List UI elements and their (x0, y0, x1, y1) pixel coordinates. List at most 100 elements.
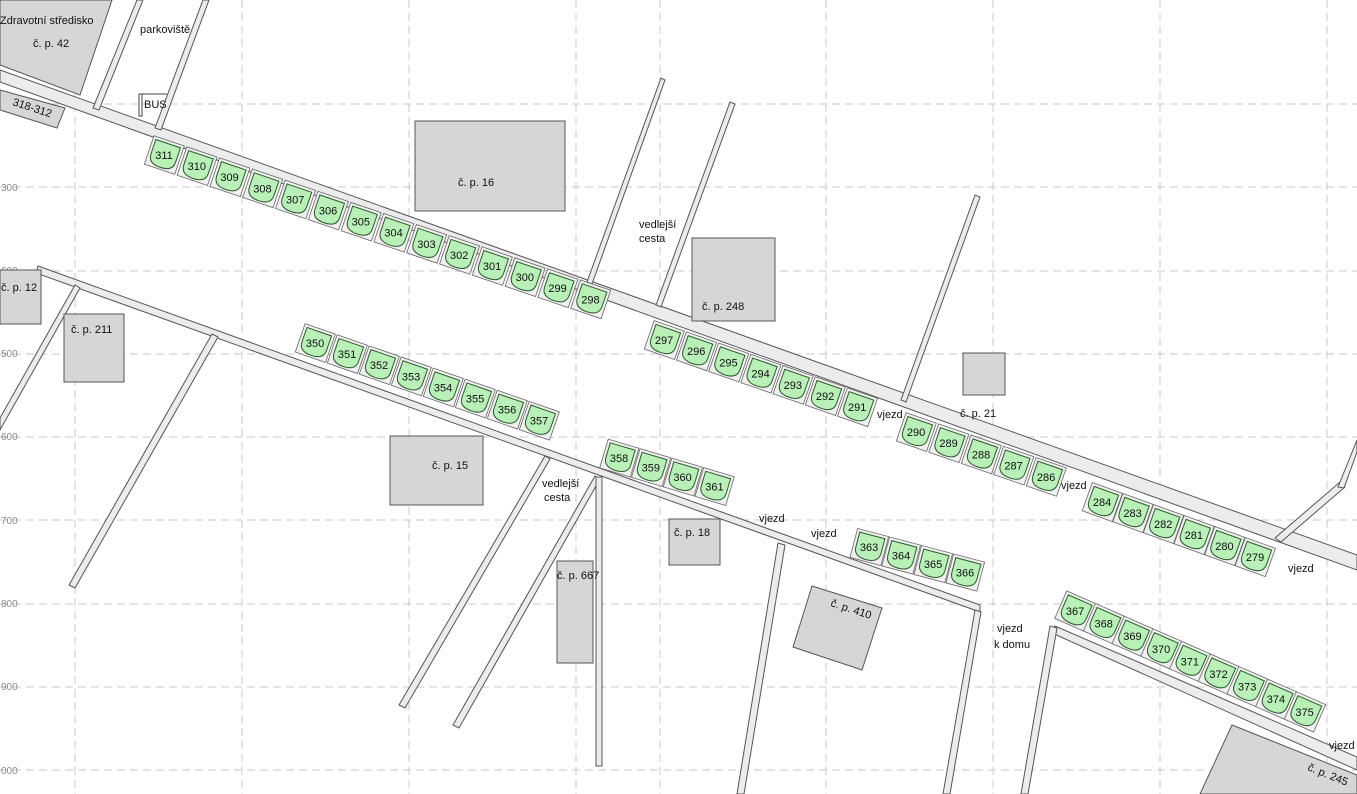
seat-351[interactable]: 351 (326, 334, 368, 375)
building-42[interactable] (0, 0, 113, 96)
seat-shape (855, 531, 886, 561)
seat-shape (919, 548, 950, 578)
seat-310[interactable]: 310 (176, 146, 218, 186)
seat-303[interactable]: 303 (406, 224, 448, 264)
building-248[interactable] (691, 237, 776, 322)
seat-shape (149, 138, 182, 170)
seat-350[interactable]: 350 (294, 323, 336, 363)
seat-288[interactable]: 288 (960, 434, 1002, 475)
seat-279[interactable]: 279 (1234, 537, 1276, 578)
seat-283[interactable]: 283 (1112, 493, 1154, 534)
seat-365[interactable]: 365 (913, 544, 954, 584)
seat-284[interactable]: 284 (1081, 482, 1123, 523)
seat-number: 293 (784, 380, 802, 392)
seat-289[interactable]: 289 (928, 423, 970, 464)
grid-label: 000 (1, 766, 18, 777)
seat-286[interactable]: 286 (1025, 456, 1067, 497)
seat-300[interactable]: 300 (504, 257, 546, 297)
seat-298[interactable]: 298 (570, 279, 612, 320)
seat-number: 364 (892, 551, 910, 563)
seat-364[interactable]: 364 (881, 536, 922, 575)
seat-375[interactable]: 375 (1283, 691, 1327, 733)
seat-291[interactable]: 291 (836, 387, 879, 428)
seat-281[interactable]: 281 (1173, 515, 1215, 556)
building-label: č. p. 18 (674, 527, 710, 539)
seat-371[interactable]: 371 (1168, 640, 1212, 683)
seat-282[interactable]: 282 (1142, 504, 1185, 545)
seat-374[interactable]: 374 (1255, 678, 1298, 720)
seat-353[interactable]: 353 (390, 356, 432, 397)
seat-358[interactable]: 358 (599, 438, 640, 478)
seat-352[interactable]: 352 (358, 345, 400, 386)
seat-shape (248, 172, 280, 203)
building-211[interactable] (63, 313, 125, 383)
seat-355[interactable]: 355 (454, 378, 496, 419)
building-15[interactable] (389, 435, 484, 506)
building-label: č. p. 12 (1, 282, 37, 294)
side-road-left-1 (0, 284, 81, 432)
seat-354[interactable]: 354 (422, 367, 464, 408)
building-16[interactable] (414, 120, 566, 212)
seat-359[interactable]: 359 (630, 448, 672, 487)
seat-309[interactable]: 309 (209, 157, 251, 198)
label-vjezd: vjezd (1061, 480, 1087, 492)
seat-357[interactable]: 357 (518, 400, 560, 441)
seat-299[interactable]: 299 (537, 268, 579, 309)
seat-290[interactable]: 290 (895, 412, 937, 452)
seat-356[interactable]: 356 (486, 389, 528, 430)
seat-296[interactable]: 296 (675, 331, 718, 372)
seat-361[interactable]: 361 (694, 467, 735, 506)
seat-shape (636, 451, 668, 482)
seat-368[interactable]: 368 (1082, 602, 1126, 645)
seat-number: 363 (860, 542, 878, 554)
seat-373[interactable]: 373 (1226, 665, 1269, 708)
bus-stop[interactable] (138, 93, 167, 117)
building-245[interactable] (1199, 724, 1357, 794)
seat-360[interactable]: 360 (662, 457, 704, 497)
building-21[interactable] (962, 352, 1006, 396)
seat-number: 280 (1215, 541, 1233, 553)
building-12[interactable] (0, 269, 42, 325)
seat-294[interactable]: 294 (740, 353, 782, 394)
seat-number: 307 (286, 194, 304, 206)
seat-307[interactable]: 307 (275, 179, 316, 220)
grid-label: 900 (1, 682, 18, 693)
seat-number: 303 (417, 239, 435, 251)
building-410[interactable] (792, 585, 883, 671)
seat-number: 372 (1209, 669, 1227, 681)
seat-shape (810, 379, 843, 411)
seat-370[interactable]: 370 (1140, 628, 1183, 670)
road-parking (154, 0, 210, 131)
seat-shape (576, 283, 608, 314)
seat-295[interactable]: 295 (708, 342, 750, 383)
seat-280[interactable]: 280 (1204, 526, 1246, 567)
side-road-2 (655, 101, 736, 308)
label-vjezd: vjezd (1329, 740, 1355, 752)
seat-302[interactable]: 302 (439, 235, 480, 275)
seat-297[interactable]: 297 (643, 320, 685, 360)
seat-308[interactable]: 308 (242, 168, 284, 209)
seat-301[interactable]: 301 (471, 246, 513, 286)
seat-number: 297 (655, 335, 673, 347)
seat-number: 296 (687, 346, 705, 358)
seat-311[interactable]: 311 (143, 135, 185, 175)
seat-287[interactable]: 287 (993, 445, 1035, 486)
label-vjezd-k-domu: k domu (994, 639, 1030, 651)
building-667[interactable] (556, 560, 594, 664)
seat-304[interactable]: 304 (373, 212, 415, 253)
seat-292[interactable]: 292 (804, 376, 846, 416)
seat-372[interactable]: 372 (1197, 653, 1241, 695)
seat-number: 375 (1295, 707, 1313, 719)
seat-363[interactable]: 363 (849, 527, 890, 567)
building-318-312[interactable] (0, 89, 66, 129)
seat-shape (460, 382, 493, 413)
seat-306[interactable]: 306 (307, 190, 349, 231)
seat-293[interactable]: 293 (772, 364, 814, 405)
seat-366[interactable]: 366 (945, 553, 986, 592)
building-18[interactable] (668, 518, 721, 566)
seat-369[interactable]: 369 (1111, 615, 1155, 657)
seat-367[interactable]: 367 (1054, 590, 1097, 632)
seat-305[interactable]: 305 (340, 201, 382, 242)
seat-number: 358 (610, 453, 628, 465)
